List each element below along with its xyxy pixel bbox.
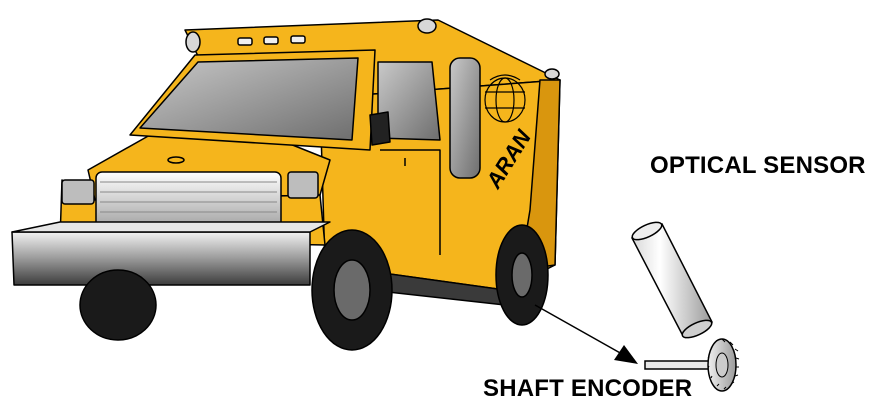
roof-light: [264, 37, 278, 44]
arrow-icon: [535, 305, 638, 364]
windshield: [140, 58, 358, 140]
optical-sensor-cylinder: [630, 219, 714, 341]
encoder-shaft: [645, 361, 717, 369]
roof-beacon: [418, 19, 436, 33]
roof-beacon: [545, 69, 559, 79]
arrowhead: [614, 345, 638, 364]
roof-light: [291, 36, 305, 43]
roof-light: [238, 38, 252, 45]
front-right-hub: [334, 260, 370, 320]
bumper-top: [12, 222, 330, 232]
front-left-tire: [80, 270, 156, 340]
rear-window: [450, 58, 480, 178]
side-mirror: [370, 112, 390, 145]
pointer-line: [535, 305, 622, 354]
rear-hub: [512, 253, 532, 297]
van: [12, 19, 560, 350]
headlight-right: [288, 172, 318, 198]
optical-sensor-label: OPTICAL SENSOR: [650, 152, 866, 180]
hood-emblem: [168, 157, 184, 163]
shaft-encoder-label: SHAFT ENCODER: [483, 375, 692, 403]
front-bumper: [12, 232, 310, 285]
roof-beacon: [186, 32, 200, 52]
headlight-left: [62, 180, 94, 204]
